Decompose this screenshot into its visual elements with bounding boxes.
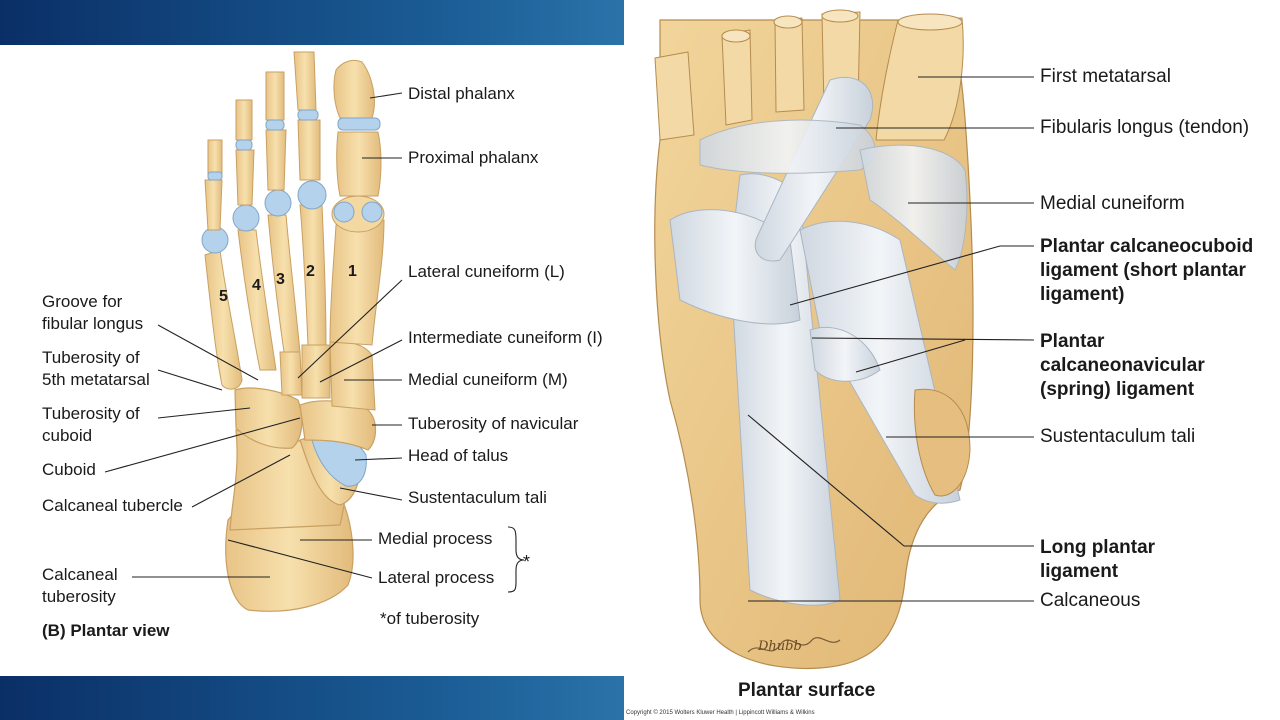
label-calcaneal-tuberosity-line1: Calcaneal — [42, 565, 118, 584]
toe-number-1: 1 — [348, 263, 357, 280]
label-lateral-process: Lateral process — [378, 568, 495, 587]
label-lpl-line2: ligament — [1040, 561, 1119, 582]
toe-number-2: 2 — [306, 263, 315, 280]
label-lpl-line1: Long plantar — [1040, 537, 1156, 558]
toe-number-labels: 1 2 3 4 5 — [219, 263, 357, 305]
midfoot-bones — [234, 341, 377, 451]
label-calcaneal-tuberosity-line2: tuberosity — [42, 587, 116, 606]
label-tuberosity-navicular: Tuberosity of navicular — [408, 414, 579, 433]
toe-number-4: 4 — [252, 277, 261, 294]
label-of-tuberosity-note: *of tuberosity — [380, 609, 480, 628]
label-first-metatarsal: First metatarsal — [1040, 66, 1171, 87]
label-pcc-line1: Plantar calcaneocuboid — [1040, 236, 1254, 257]
foot-ligament-illustration: Dhubb — [654, 9, 1035, 670]
label-cuboid: Cuboid — [42, 460, 96, 479]
phalanges — [204, 51, 382, 231]
label-tuberosity-5th-line1: Tuberosity of — [42, 348, 140, 367]
label-calcaneal-tubercle: Calcaneal tubercle — [42, 496, 183, 515]
metatarsal-shafts — [654, 9, 964, 141]
left-figure-caption: (B) Plantar view — [42, 621, 170, 640]
label-medial-process: Medial process — [378, 529, 493, 548]
bottom-banner — [0, 676, 624, 720]
right-leader-lines — [747, 76, 1035, 602]
label-proximal-phalanx: Proximal phalanx — [408, 148, 539, 167]
label-calcaneous: Calcaneous — [1040, 590, 1141, 611]
signature-mark: Dhubb — [747, 637, 841, 654]
label-head-of-talus: Head of talus — [408, 446, 509, 465]
foot-skeleton-illustration: 1 2 3 4 5 — [104, 51, 525, 612]
label-pcn-line1: Plantar — [1040, 331, 1105, 352]
label-fibularis-longus: Fibularis longus (tendon) — [1040, 117, 1250, 138]
talus-bone — [299, 435, 367, 506]
label-pcc-line3: ligament) — [1040, 284, 1125, 305]
toe-number-5: 5 — [219, 288, 228, 305]
label-tuberosity-cuboid-line2: cuboid — [42, 426, 93, 445]
copyright-notice: Copyright © 2015 Wolters Kluwer Health |… — [626, 710, 815, 716]
metatarsal-heads — [201, 180, 385, 254]
label-distal-phalanx: Distal phalanx — [408, 84, 515, 103]
label-lateral-cuneiform: Lateral cuneiform (L) — [408, 262, 565, 281]
label-tuberosity-5th-line2: 5th metatarsal — [42, 370, 150, 389]
label-sustentaculum-tali: Sustentaculum tali — [408, 488, 547, 507]
left-leader-lines — [104, 92, 525, 593]
toe-number-3: 3 — [276, 271, 285, 288]
label-pcn-line3: (spring) ligament — [1040, 379, 1195, 400]
top-banner — [0, 0, 624, 45]
signature-text: Dhubb — [757, 639, 802, 654]
label-intermediate-cuneiform: Intermediate cuneiform (I) — [408, 328, 603, 347]
plantar-ligaments-figure: Dhubb First metatarsal Fibularis longus … — [624, 0, 1280, 720]
label-medial-cuneiform-right: Medial cuneiform — [1040, 193, 1185, 214]
label-pcc-line2: ligament (short plantar — [1040, 260, 1246, 281]
label-pcn-line2: calcaneonavicular — [1040, 355, 1205, 376]
talus-head-shape — [913, 388, 971, 497]
label-sustentaculum-tali-right: Sustentaculum tali — [1040, 426, 1196, 447]
label-asterisk: * — [523, 552, 531, 572]
plantar-bones-figure: 1 2 3 4 5 Distal phalanx Proximal phalan… — [0, 45, 624, 676]
label-tuberosity-cuboid-line1: Tuberosity of — [42, 404, 140, 423]
metatarsal-bones — [204, 204, 385, 390]
label-groove-line1: Groove for — [42, 292, 123, 311]
label-medial-cuneiform: Medial cuneiform (M) — [408, 370, 568, 389]
right-figure-caption: Plantar surface — [738, 680, 876, 701]
label-groove-line2: fibular longus — [42, 314, 144, 333]
